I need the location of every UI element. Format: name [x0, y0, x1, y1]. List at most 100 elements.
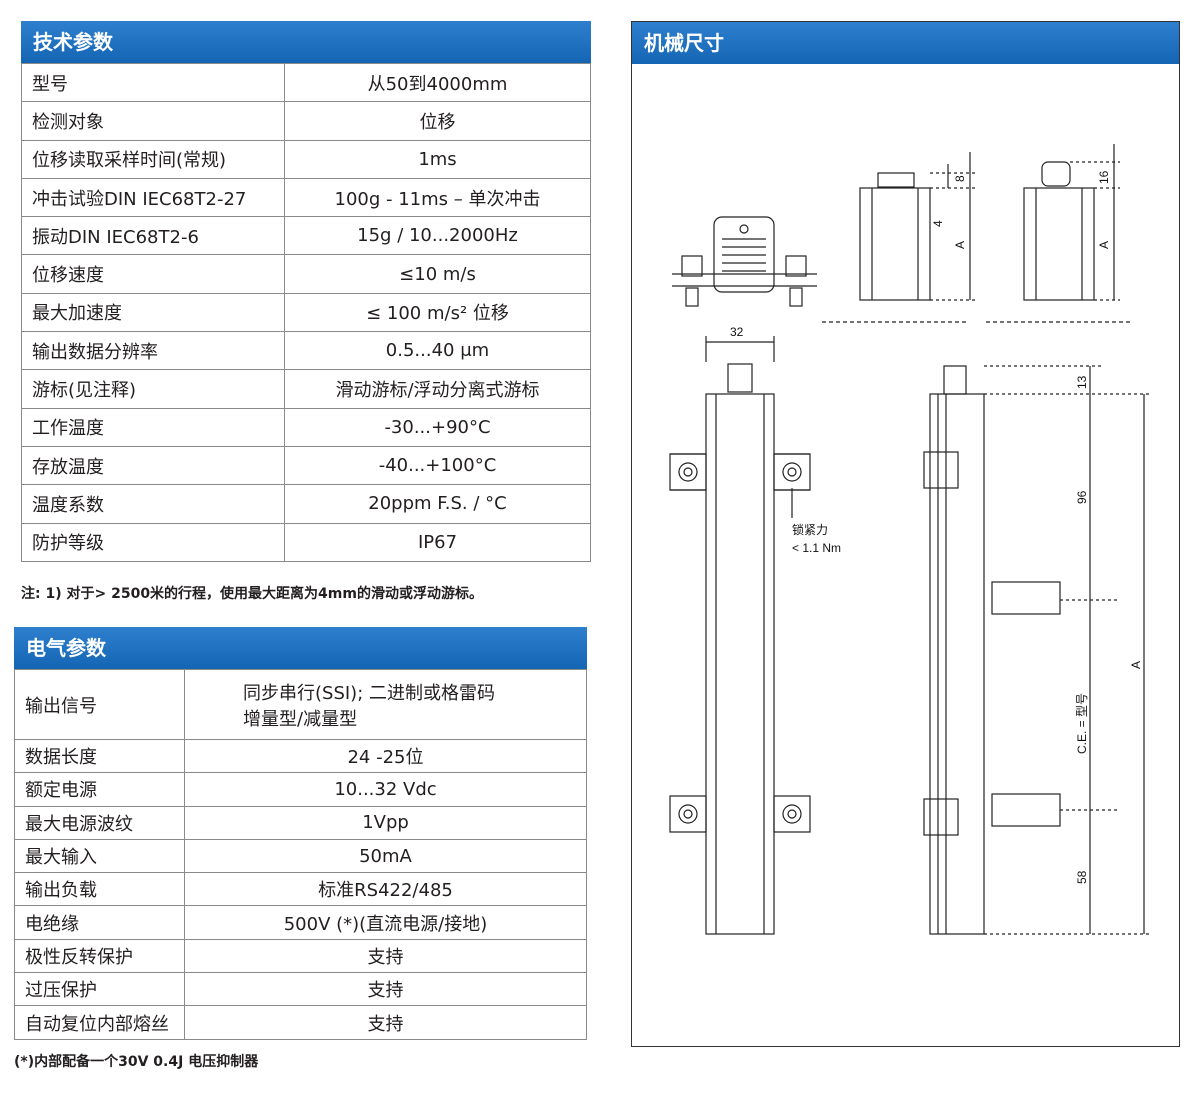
- electrical-spec-label: 过压保护: [14, 972, 185, 1007]
- tech-spec-value: ≤10 m/s: [284, 254, 591, 294]
- electrical-spec-value: 500V (*)(直流电源/接地): [184, 905, 587, 940]
- tech-spec-label: 防护等级: [21, 522, 285, 562]
- electrical-spec-label: 数据长度: [14, 738, 185, 774]
- dim-16: 16: [1097, 170, 1111, 184]
- tech-spec-value: 15g / 10...2000Hz: [284, 216, 591, 256]
- tech-spec-value: 位移: [284, 101, 591, 141]
- dim-8: 8: [953, 175, 967, 182]
- electrical-spec-row: 输出信号同步串行(SSI); 二进制或格雷码增量型/减量型: [14, 669, 587, 740]
- electrical-spec-value: 10...32 Vdc: [184, 772, 587, 807]
- tech-note: 注: 1) 对于> 2500米的行程，使用最大距离为4mm的滑动或浮动游标。: [21, 586, 483, 602]
- mechanical-dims-title: 机械尺寸: [632, 22, 1179, 64]
- tech-spec-value: 100g - 11ms – 单次冲击: [284, 177, 591, 218]
- dim-96: 96: [1075, 490, 1089, 504]
- electrical-spec-value: 1Vpp: [184, 805, 587, 840]
- tech-spec-label: 工作温度: [21, 407, 285, 447]
- electrical-spec-row: 自动复位内部熔丝支持: [14, 1005, 587, 1040]
- tech-spec-value: 20ppm F.S. / °C: [284, 484, 591, 524]
- tech-spec-row: 位移读取采样时间(常规)1ms: [21, 139, 591, 179]
- electrical-spec-value: 同步串行(SSI); 二进制或格雷码增量型/减量型: [184, 669, 587, 740]
- dim-32: 32: [730, 325, 744, 339]
- tech-spec-row: 位移速度≤10 m/s: [21, 254, 591, 294]
- tech-spec-row: 检测对象位移: [21, 101, 591, 141]
- tech-spec-label: 存放温度: [21, 445, 285, 486]
- electrical-spec-label: 最大电源波纹: [14, 805, 185, 840]
- tech-spec-value: 滑动游标/浮动分离式游标: [284, 369, 591, 409]
- connector-end-view: [672, 216, 817, 307]
- tech-spec-label: 检测对象: [21, 101, 285, 141]
- tech-spec-label: 输出数据分辨率: [21, 331, 285, 371]
- tech-spec-value: ≤ 100 m/s² 位移: [284, 292, 591, 333]
- dim-ce: C.E. = 型号: [1075, 693, 1089, 754]
- tech-spec-value: 0.5...40 μm: [284, 331, 591, 371]
- electrical-spec-row: 极性反转保护支持: [14, 938, 587, 974]
- electrical-spec-value: 50mA: [184, 838, 587, 874]
- electrical-spec-label: 自动复位内部熔丝: [14, 1005, 185, 1040]
- dim-A-side2: A: [1097, 241, 1111, 249]
- mechanical-dims-panel: 机械尺寸 8 4 A: [631, 21, 1180, 1047]
- tech-spec-label: 位移速度: [21, 254, 285, 294]
- dim-4: 4: [931, 220, 945, 227]
- tech-spec-label: 冲击试验DIN IEC68T2-27: [21, 177, 285, 218]
- tech-spec-row: 型号从50到4000mm: [21, 62, 591, 103]
- profile-view: [923, 365, 1152, 935]
- tech-spec-value: 从50到4000mm: [284, 62, 591, 103]
- tech-spec-label: 振动DIN IEC68T2-6: [21, 216, 285, 256]
- electrical-spec-label: 电绝缘: [14, 905, 185, 940]
- tech-spec-value: 1ms: [284, 139, 591, 179]
- dim-A-side1: A: [953, 241, 967, 249]
- tech-spec-value: -40...+100°C: [284, 445, 591, 486]
- electrical-spec-row: 输出负载标准RS422/485: [14, 872, 587, 907]
- tech-spec-row: 存放温度-40...+100°C: [21, 445, 591, 486]
- dim-13: 13: [1075, 375, 1089, 389]
- tech-spec-row: 工作温度-30...+90°C: [21, 407, 591, 447]
- electrical-spec-label: 额定电源: [14, 772, 185, 807]
- tech-spec-label: 温度系数: [21, 484, 285, 524]
- torque-label: 锁紧力: [792, 522, 828, 537]
- torque-value: < 1.1 Nm: [792, 541, 841, 555]
- electrical-spec-value-line: 增量型/减量型: [243, 708, 358, 730]
- tech-spec-value: IP67: [284, 522, 591, 562]
- front-view: [669, 336, 811, 935]
- electrical-spec-value: 支持: [184, 938, 587, 974]
- tech-specs-title: 技术参数: [21, 21, 591, 63]
- electrical-spec-label: 极性反转保护: [14, 938, 185, 974]
- electrical-spec-label: 输出信号: [14, 669, 185, 740]
- electrical-spec-value-line: 同步串行(SSI); 二进制或格雷码: [243, 682, 495, 704]
- tech-spec-label: 型号: [21, 62, 285, 103]
- electrical-spec-value: 24 -25位: [184, 738, 587, 774]
- electrical-spec-label: 最大输入: [14, 838, 185, 874]
- electrical-note: (*)内部配备一个30V 0.4J 电压抑制器: [14, 1054, 259, 1070]
- tech-spec-value: -30...+90°C: [284, 407, 591, 447]
- dim-A-main: A: [1129, 661, 1143, 669]
- tech-spec-label: 位移读取采样时间(常规): [21, 139, 285, 179]
- tech-spec-row: 最大加速度≤ 100 m/s² 位移: [21, 292, 591, 333]
- tech-spec-row: 游标(见注释)滑动游标/浮动分离式游标: [21, 369, 591, 409]
- electrical-specs-title: 电气参数: [14, 627, 587, 669]
- electrical-spec-value: 支持: [184, 1005, 587, 1040]
- side-view-floating: [986, 144, 1131, 323]
- tech-spec-label: 游标(见注释): [21, 369, 285, 409]
- electrical-spec-label: 输出负载: [14, 872, 185, 907]
- dimension-drawing: 8 4 A 16 A: [669, 144, 1152, 935]
- electrical-spec-value: 标准RS422/485: [184, 872, 587, 907]
- electrical-spec-value: 支持: [184, 972, 587, 1007]
- electrical-spec-row: 过压保护支持: [14, 972, 587, 1007]
- tech-spec-label: 最大加速度: [21, 292, 285, 333]
- dim-58: 58: [1075, 870, 1089, 884]
- side-view-sliding: [822, 152, 978, 323]
